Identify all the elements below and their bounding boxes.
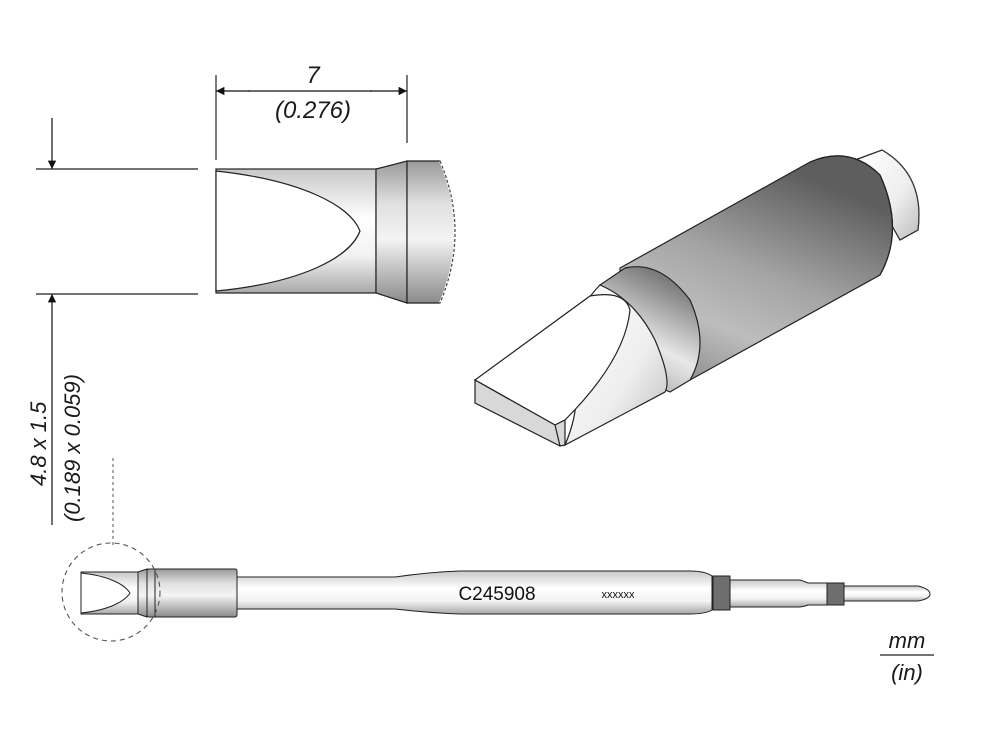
part-number-label: C245908 [458,584,535,605]
cartridge-pin [843,585,931,602]
units-legend: mm (in) [880,628,934,685]
isometric-view [473,149,920,447]
detail-circle [61,542,161,642]
full-cartridge-view: C245908 xxxxxx [61,458,931,642]
iso-chisel-face [473,294,631,426]
units-secondary-label: (in) [891,660,923,685]
side-view-detail: 7 (0.276) 4.8 x 1.5 (0.189 x 0.059) [26,62,456,525]
cartridge-mid-shaft [729,579,829,608]
chisel-face [215,170,361,292]
serial-placeholder-label: xxxxxx [602,589,636,601]
tip-size-in-label: (0.189 x 0.059) [60,374,85,522]
tip-size-mm-label: 4.8 x 1.5 [26,401,51,486]
cartridge-band-2 [826,582,845,606]
cartridge-band-1 [712,575,731,611]
taper-collar [375,160,408,304]
units-primary-label: mm [889,628,926,653]
length-mm-label: 7 [306,62,321,89]
break-line [439,160,456,304]
cartridge-shaft [236,570,713,615]
length-in-label: (0.276) [275,97,351,124]
